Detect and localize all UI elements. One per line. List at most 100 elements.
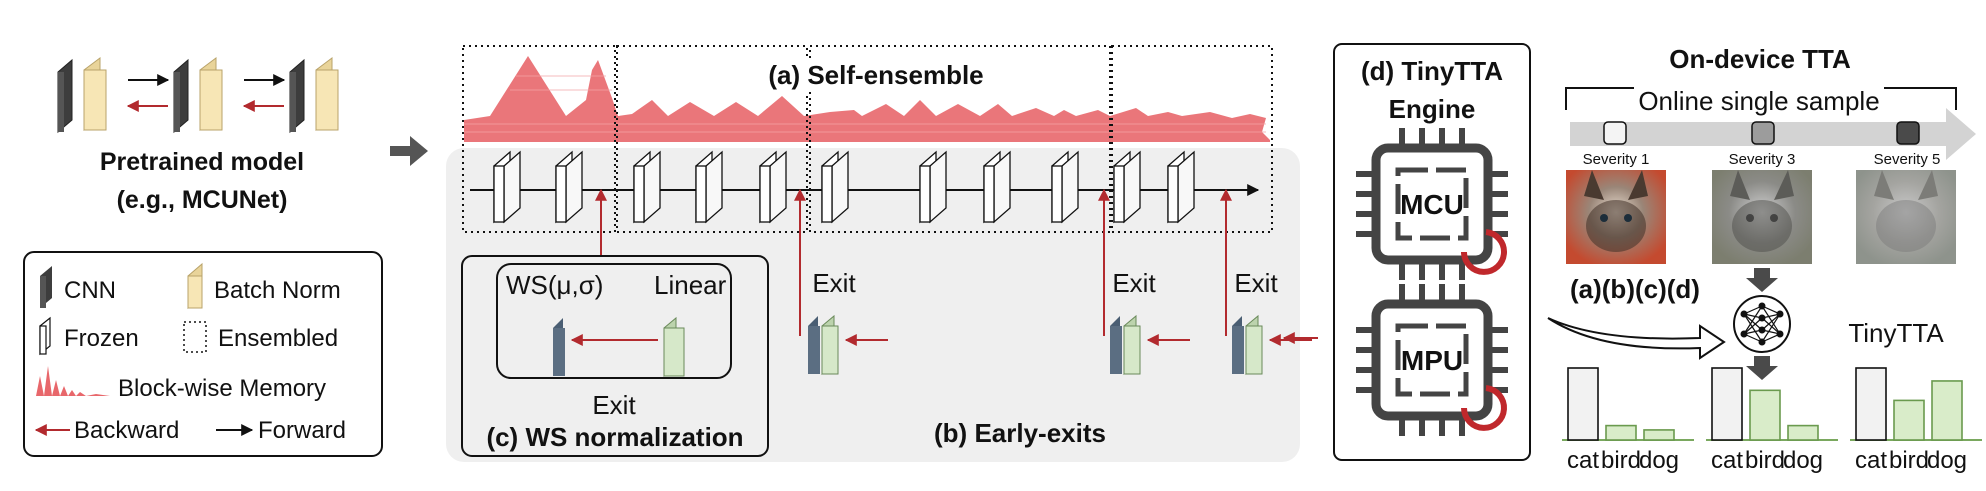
mcu-label: MCU — [1400, 189, 1464, 220]
tinytta-label: TinyTTA — [1848, 318, 1944, 348]
online-label-bg — [1634, 86, 1884, 116]
bar-bird — [1605, 424, 1637, 441]
ws-exit-label: Exit — [592, 390, 636, 420]
class-label-dog: dog — [1639, 447, 1679, 474]
severity-3-swatch — [1751, 121, 1775, 145]
exit-block — [808, 314, 839, 376]
bar-bird — [1893, 399, 1925, 441]
memory-hatch — [464, 75, 1266, 133]
pipeline-arrow — [390, 136, 428, 166]
block-wise-memory-profile — [464, 56, 1270, 142]
ws-dark-block — [553, 318, 565, 376]
early-exits-label: (b) Early-exits — [934, 418, 1106, 448]
legend-cnn-swatch — [40, 266, 52, 308]
legend-memory-label: Block-wise Memory — [118, 375, 326, 402]
cnn-bn-pair-3 — [289, 57, 339, 134]
online-label: Online single sample — [1638, 86, 1879, 116]
legend-frozen-swatch — [39, 316, 51, 356]
severity-1-swatch — [1603, 121, 1627, 145]
exit-block — [1110, 314, 1141, 376]
legend-ensembled-label: Ensembled — [218, 325, 338, 352]
exit-blocks: Exit Exit Exit — [808, 268, 1312, 376]
down-arrow-bottom — [1746, 356, 1778, 380]
bar-dog — [1787, 424, 1819, 441]
ws-mu-sigma-label: WS(μ,σ) — [506, 270, 603, 300]
ensembled-box-2 — [616, 45, 808, 233]
severity-1-label: Severity 1 — [1583, 151, 1650, 168]
legend-forward-label: Forward — [258, 417, 346, 444]
ensembled-box-1 — [462, 45, 616, 233]
class-label-bird: bird — [1889, 447, 1929, 474]
pretrained-subtitle: (e.g., MCUNet) — [117, 186, 288, 214]
refresh-icon — [1461, 229, 1507, 275]
severity-3-label: Severity 3 — [1729, 151, 1796, 168]
engine-subtitle: Engine — [1389, 94, 1476, 124]
bar-cat — [1567, 367, 1599, 441]
bar-dog — [1931, 380, 1963, 441]
self-ensemble-label: (a) Self-ensemble — [768, 60, 983, 90]
severity-5-swatch — [1896, 121, 1920, 145]
ondevice-title: On-device TTA — [1669, 44, 1851, 74]
down-arrow-top — [1746, 268, 1778, 292]
frozen-block — [1051, 150, 1079, 224]
bar-cat — [1711, 367, 1743, 441]
class-label-cat: cat — [1855, 447, 1887, 474]
cat-image-severity-3 — [1712, 170, 1812, 264]
bar-dog — [1643, 429, 1675, 441]
linear-block — [663, 316, 685, 378]
cnn-bn-pair-2 — [173, 57, 223, 134]
legend-cnn-label: CNN — [64, 277, 116, 304]
hollow-arrow — [1547, 317, 1726, 360]
frozen-block — [1113, 150, 1141, 224]
class-label-dog: dog — [1783, 447, 1823, 474]
bar-cat — [1855, 367, 1887, 441]
frozen-block — [919, 150, 947, 224]
neural-network-icon — [1733, 295, 1791, 353]
class-label-cat: cat — [1711, 447, 1743, 474]
exit-block — [1232, 314, 1263, 376]
class-label-dog: dog — [1927, 447, 1967, 474]
refresh-icon — [1461, 385, 1507, 431]
frozen-block — [983, 150, 1011, 224]
ensembled-box-4 — [1111, 45, 1273, 233]
legend-backward-label: Backward — [74, 417, 179, 444]
legend: CNN Batch Norm Frozen Ensembled Block-wi… — [23, 251, 383, 457]
legend-batch-norm-swatch — [187, 262, 203, 310]
mcu-chip-icon — [1356, 128, 1508, 280]
class-label-bird: bird — [1745, 447, 1785, 474]
class-label-cat: cat — [1567, 447, 1599, 474]
frozen-block — [821, 150, 849, 224]
legend-frozen-label: Frozen — [64, 325, 139, 352]
bar-bird — [1749, 389, 1781, 441]
exit-label: Exit — [1112, 268, 1156, 298]
pretrained-title: Pretrained model — [100, 148, 304, 176]
frozen-block — [493, 150, 521, 224]
frozen-block — [555, 150, 583, 224]
cat-image-severity-1 — [1566, 170, 1666, 264]
frozen-blocks — [493, 150, 1195, 224]
legend-memory-swatch — [36, 366, 110, 396]
exit-label: Exit — [812, 268, 856, 298]
frozen-block — [1167, 150, 1195, 224]
cnn-bn-pair-1 — [57, 57, 107, 134]
cat-image-severity-5 — [1856, 170, 1956, 264]
frozen-block — [633, 150, 661, 224]
linear-label: Linear — [654, 270, 727, 300]
engine-title: (d) TinyTTA — [1361, 56, 1503, 86]
frozen-block — [759, 150, 787, 224]
severity-5-label: Severity 5 — [1874, 151, 1941, 168]
self-ensemble-label-bg — [748, 58, 1006, 92]
abcd-label: (a)(b)(c)(d) — [1570, 274, 1700, 304]
mpu-chip-icon — [1356, 284, 1508, 436]
legend-batch-norm-label: Batch Norm — [214, 277, 341, 304]
class-label-bird: bird — [1601, 447, 1641, 474]
exit-label: Exit — [1234, 268, 1278, 298]
ensembled-box-3 — [809, 45, 1111, 233]
legend-ensembled-swatch — [183, 321, 207, 353]
mpu-label: MPU — [1401, 345, 1463, 376]
